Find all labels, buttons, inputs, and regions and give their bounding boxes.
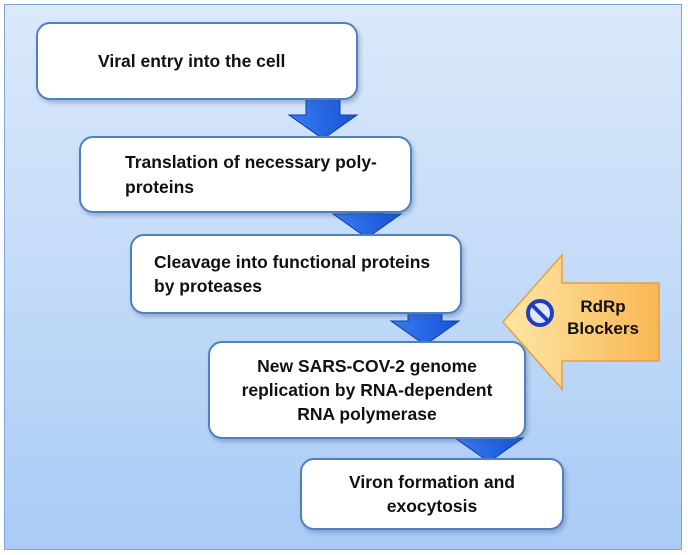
step-genome-replication-line-2: replication by RNA-dependent bbox=[241, 379, 493, 400]
step-translation-line-1: Translation of necessary poly- bbox=[125, 152, 377, 173]
step-cleavage: Cleavage into functional proteins by pro… bbox=[130, 234, 462, 314]
step-viron-formation-line-1: Viron formation and bbox=[349, 471, 515, 492]
step-genome-replication-line-1: New SARS-COV-2 genome bbox=[257, 355, 477, 376]
step-cleavage-line-1: Cleavage into functional proteins bbox=[154, 251, 431, 272]
step-viron-formation: Viron formation and exocytosis bbox=[300, 458, 564, 530]
step-viral-entry-label: Viral entry into the cell bbox=[98, 50, 286, 71]
rdrp-blockers-line-1: RdRp bbox=[580, 297, 626, 316]
step-translation: Translation of necessary poly- proteins bbox=[79, 136, 412, 213]
step-viral-entry: Viral entry into the cell bbox=[36, 22, 358, 100]
rdrp-blockers-label: RdRp Blockers bbox=[560, 296, 646, 340]
step-translation-line-2: proteins bbox=[125, 176, 195, 197]
step-genome-replication-line-3: RNA polymerase bbox=[297, 404, 437, 425]
step-genome-replication: New SARS-COV-2 genome replication by RNA… bbox=[208, 341, 526, 439]
rdrp-blockers-line-2: Blockers bbox=[567, 319, 639, 339]
step-viron-formation-line-2: exocytosis bbox=[386, 496, 478, 516]
step-cleavage-line-2: by proteases bbox=[154, 276, 262, 296]
